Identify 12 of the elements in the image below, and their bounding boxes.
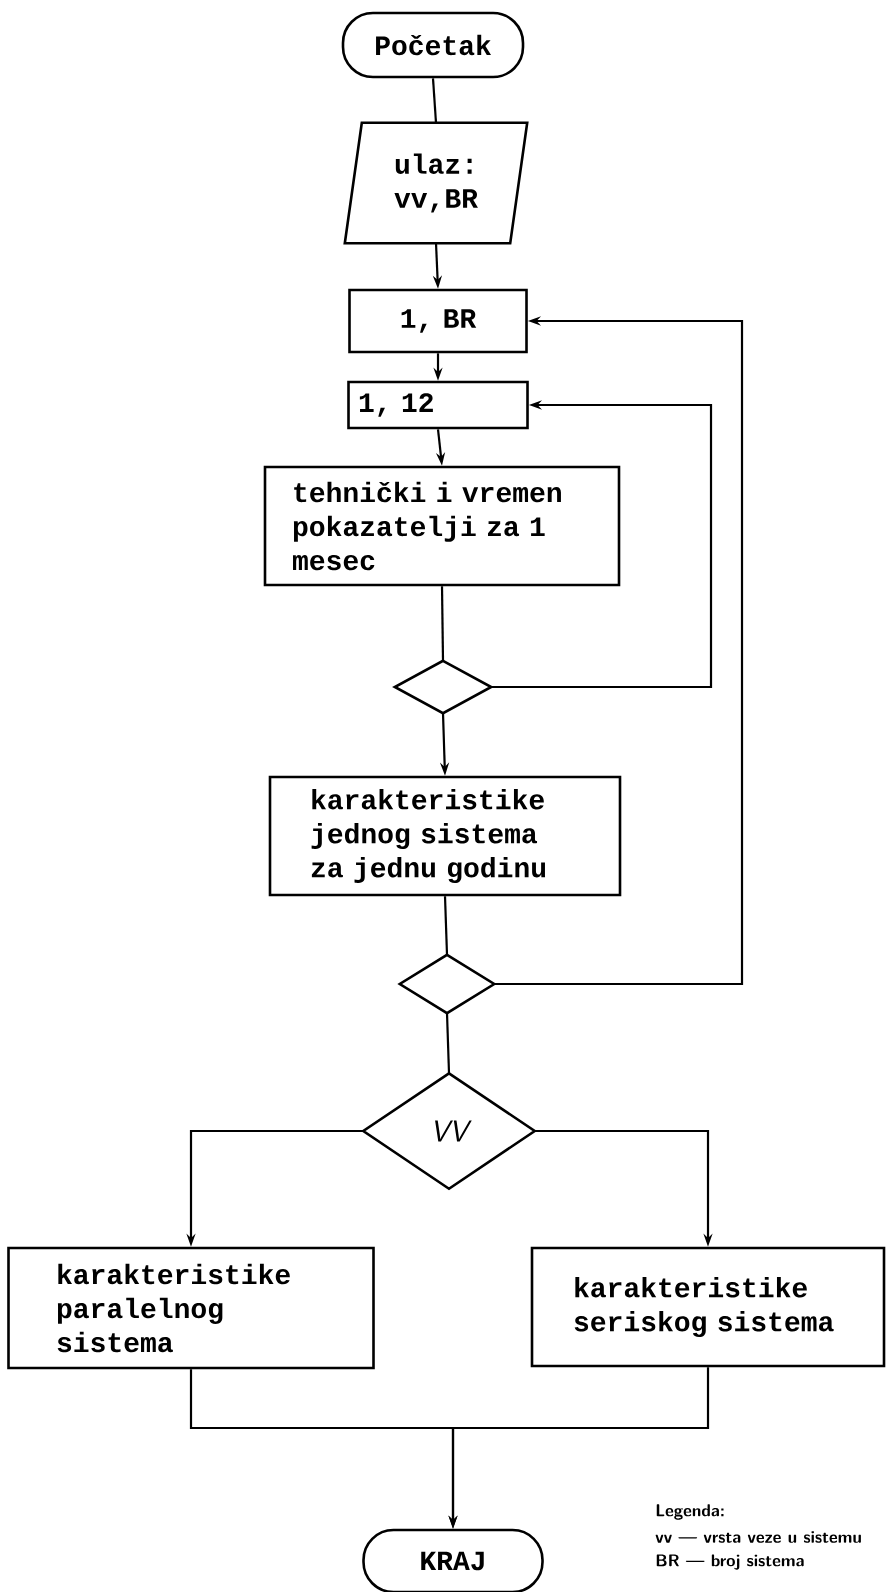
end-terminal: KRAJ (362, 1528, 544, 1592)
legend-title: Legenda: (656, 1504, 724, 1520)
loop-box: 1, 12 (347, 380, 529, 430)
process-box: karakteristike jednog sistema za jednu godinu (268, 775, 622, 897)
legend-entry: vv — vrsta veze u sistemu (655, 1531, 861, 1543)
input-parallelogram: ulaz: vv,BR (343, 121, 529, 245)
loop-box: 1, BR (348, 288, 528, 354)
legend-entry: BR — broj sistema (656, 1554, 804, 1570)
process-box: tehnički i vremen pokazatelji za 1 mesec (263, 465, 621, 587)
start-terminal: Početak (341, 11, 525, 79)
process-box: karakteristike paralelnog sistema (7, 1246, 375, 1370)
process-box: karakteristike seriskog sistema (530, 1246, 886, 1368)
